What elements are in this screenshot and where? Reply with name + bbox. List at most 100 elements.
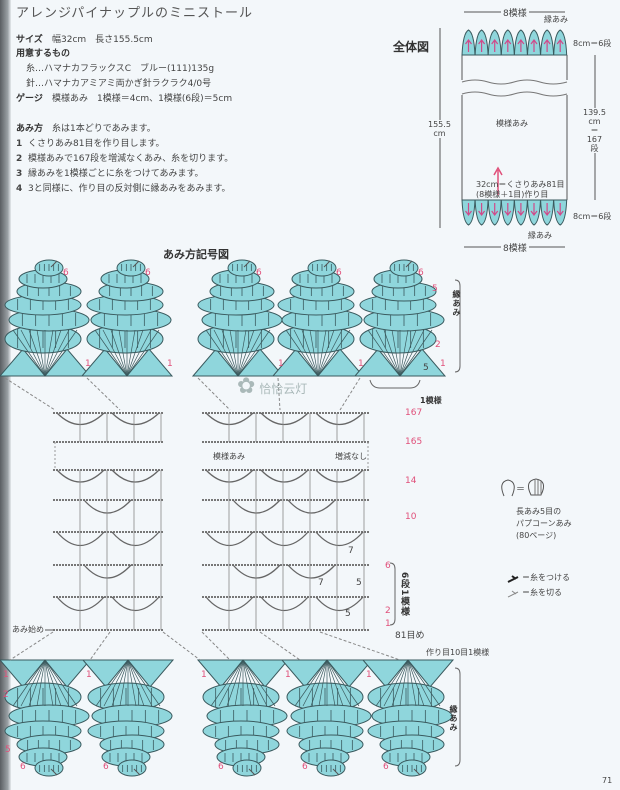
grid-number: 5 [345,609,351,619]
popcorn-desc-3: (80ページ) [516,531,557,540]
fan-stitch [118,329,128,377]
row-label-6: 6 [385,561,391,571]
size-value: 幅32cm 長さ155.5cm [52,35,153,45]
shell-motif [0,259,92,377]
popcorn-desc-2: パプコーンあみ [516,519,572,528]
fan-stitch [399,329,433,377]
chain-repeat-label: 作り目10目1模様 [426,648,490,657]
fan-stitch [375,329,401,377]
shell-motif [80,259,174,377]
yarn-end-icon [248,768,256,776]
shell-row-label: 1 [201,670,207,680]
fan-stitch [44,659,70,707]
fan-stitch [28,329,46,377]
fan-stitch [242,659,276,707]
fan-stitch [102,329,128,377]
shell-row-label: 6 [145,268,151,278]
grid-number: 7 [348,546,354,556]
fan-stitch [218,659,244,707]
step-text: 3と同様に、作り目の反対側に縁あみをあみます。 [28,184,231,194]
fan-stitch [407,659,441,707]
yarn-end-icon [243,260,251,268]
fan-stitch [326,659,360,707]
up-arrow-icon [543,39,551,52]
row-label-10: 10 [405,512,417,522]
no-change-label: 増減なし [335,452,367,461]
fan-stitch [399,329,425,377]
pattern-label: 模様あみ [213,452,245,461]
shell-row-label: 1 [358,359,364,369]
up-arrow-icon [556,39,564,52]
overall-bottom-edge: 縁あみ [528,231,552,240]
gauge-label: ゲージ [16,94,43,104]
fan-stitch [326,659,344,707]
fan-stitch [119,659,129,707]
shell-row-label: 6 [418,268,424,278]
down-arrow-icon [491,203,499,216]
down-arrow-icon [556,203,564,216]
up-arrow-icon [478,39,486,52]
arch-stitch [260,412,309,426]
shell-base [0,348,92,377]
row-label-167: 167 [405,408,423,418]
overall-top-edge: 縁あみ [544,15,568,24]
down-arrow-icon [517,203,525,216]
arch-stitch [287,564,336,579]
overall-top-width: 8模様 [501,6,529,19]
fan-stitch [294,659,328,707]
fan-stitch [44,659,78,707]
fan-stitch [407,659,433,707]
start-label: あみ始め [12,625,44,634]
fan-stitch [226,659,244,707]
watermark-text: 恰恰云灯 [259,382,308,396]
hook-spec: 針…ハマナカアミアミ両かぎ針ラクラク4/0号 [26,79,212,89]
guide-line [319,631,401,661]
fan-stitch [242,659,268,707]
fan-stitch [375,659,409,707]
shell-row-label: 6 [383,762,389,772]
shell-row-label: 6 [63,268,69,278]
fan-stitch [28,659,46,707]
arch-stitch [111,596,160,612]
fan-stitch [391,329,401,377]
grid-number: 7 [318,578,324,588]
yarn-end-icon [405,260,413,268]
shell-row-label: 1 [440,359,446,369]
down-arrow-icon [543,203,551,216]
up-arrow-icon [530,39,538,52]
arch-stitch [315,469,364,483]
guide-line [89,631,111,661]
arch-stitch [260,531,309,547]
page-title: アレンジパイナップルのミニストール [16,6,253,21]
chart-title: あみ方記号図 [163,248,229,261]
grid-number: 5 [356,578,362,588]
down-arrow-icon [504,203,512,216]
shell-row-label: 6 [218,762,224,772]
fan-stitch [237,329,263,377]
fan-stitch [111,659,129,707]
edge-bracket [454,667,461,767]
shell-motif [196,659,290,777]
arch-stitch [111,469,160,483]
shell-base [0,659,92,688]
shell-motif [280,659,374,777]
shell-row-label: 1 [85,359,91,369]
shell-base [196,659,290,688]
fan-stitch [103,659,129,707]
fan-stitch [12,659,46,707]
shell-base [80,348,174,377]
yarn-spec: 糸…ハマナカフラックスC ブルー(111)135g [26,64,215,74]
fan-stitch [242,659,252,707]
fan-stitch [317,329,335,377]
fan-stitch [318,659,328,707]
fan-stitch [309,329,319,377]
fan-stitch [399,329,417,377]
shell-row-label: 6 [256,268,262,278]
repeat-label: 1模様 [420,396,442,405]
instructions-label: あみ方 [16,124,44,134]
step-text: 模様あみで167段を増減なくあみ、糸を切ります。 [28,154,234,164]
fan-stitch [301,329,319,377]
